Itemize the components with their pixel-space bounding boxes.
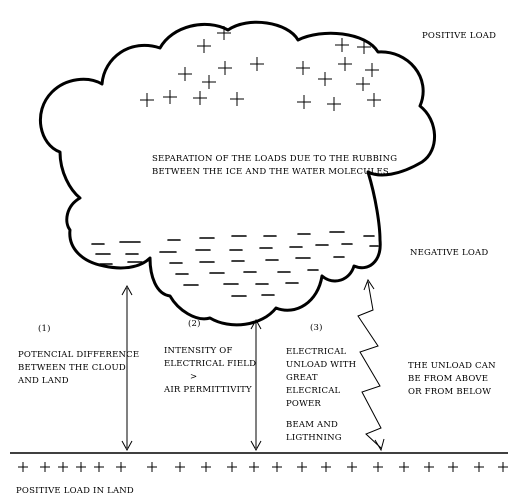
step3-beam-line2: LIGTHNING [286,433,342,443]
step1-number: (1) [38,324,51,334]
step2-number: (2) [188,319,201,329]
step3-text-line2: UNLOAD WITH [286,360,357,370]
step3-text-line1: ELECTRICAL [286,347,347,357]
lightning-bolt [357,278,385,452]
step1-text-line1: POTENCIAL DIFFERENCE [18,350,140,360]
step3-beam-line1: BEAM AND [286,420,338,430]
unload-note-line2: BE FROM ABOVE [408,374,489,384]
step3-text-line3: GREAT [286,373,318,383]
step2-text-line2: ELECTRICAL FIELD [164,359,257,369]
positive-charges [140,26,381,111]
negative-charges [91,231,379,297]
positive-load-label: POSITIVE LOAD [422,31,497,41]
positive-load-land-label: POSITIVE LOAD IN LAND [16,486,134,496]
step3-text-line5: POWER [286,399,322,409]
cloud-outline [38,20,436,327]
step1-text-line2: BETWEEN THE CLOUD [18,363,126,373]
step2-text-line1: INTENSITY OF [164,346,233,356]
step2-text-line3: > [190,372,198,382]
step3-number: (3) [310,323,323,333]
ground-positive-charges [18,462,508,472]
unload-note-line1: THE UNLOAD CAN [408,361,496,371]
potential-difference-arrow [121,284,133,452]
separation-text-line1: SEPARATION OF THE LOADS DUE TO THE RUBBI… [152,154,398,164]
negative-load-label: NEGATIVE LOAD [410,248,489,258]
unload-note-line3: OR FROM BELOW [408,387,492,397]
electric-field-arrow [250,318,262,452]
step2-text-line4: AIR PERMITTIVITY [164,385,252,395]
step3-text-line4: ELECRICAL [286,386,341,396]
separation-text-line2: BETWEEN THE ICE AND THE WATER MOLECULES [152,167,389,177]
step1-text-line3: AND LAND [18,376,69,386]
